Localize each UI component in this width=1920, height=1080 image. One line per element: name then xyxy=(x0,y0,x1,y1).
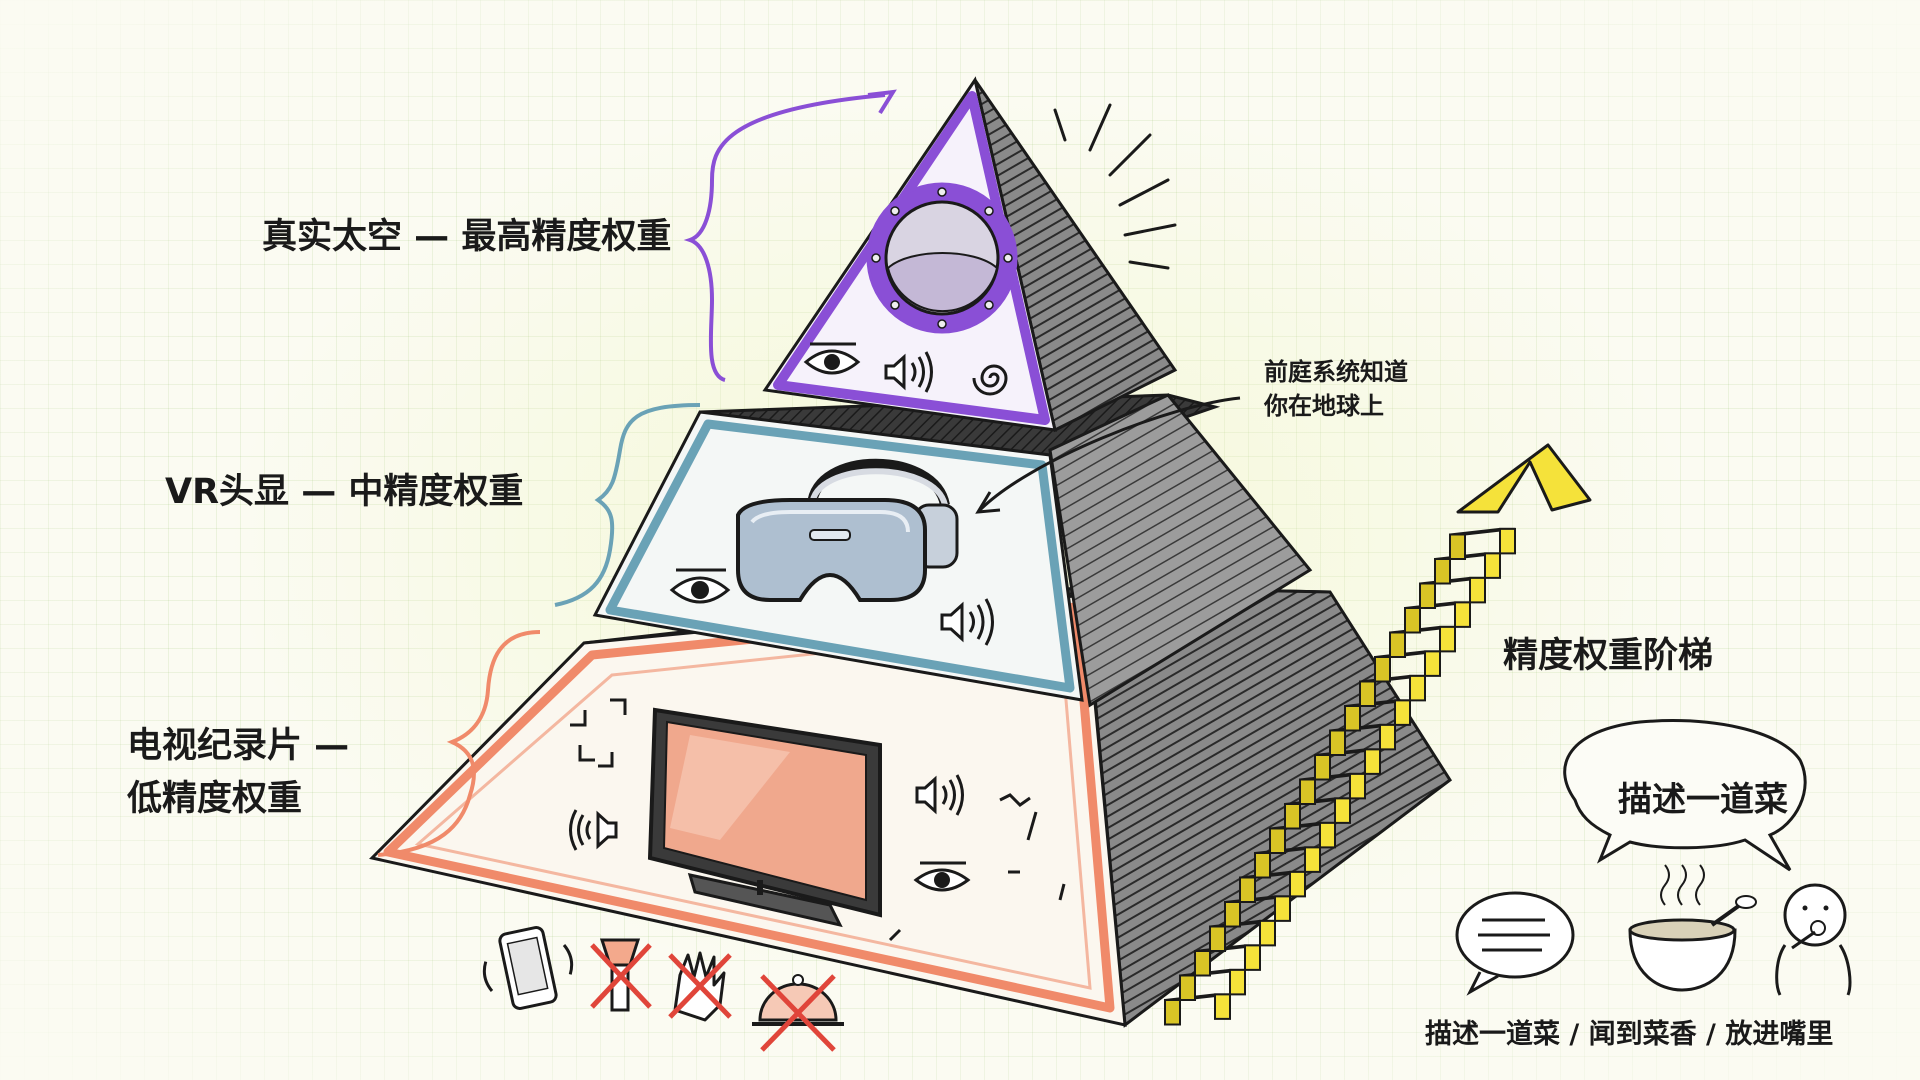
stair-riser xyxy=(1359,680,1376,707)
middle-tier-brace xyxy=(554,403,701,607)
stair-face xyxy=(1499,527,1516,555)
speech-icon xyxy=(1455,891,1575,996)
stair-riser xyxy=(1239,876,1256,903)
stair-riser xyxy=(1389,631,1406,658)
stair-face xyxy=(1334,797,1351,824)
annotation-line1: 前庭系统知道 xyxy=(1264,358,1408,386)
speech-bubble xyxy=(1563,719,1807,872)
stair-face xyxy=(1379,723,1396,751)
stair-face xyxy=(1439,625,1456,653)
top-tier-arrowhead xyxy=(867,89,897,115)
eye-icon xyxy=(803,342,861,375)
stair-face xyxy=(1214,993,1231,1020)
tv-icon xyxy=(647,707,882,928)
hand-crossed-icon xyxy=(668,951,732,1022)
stair-face xyxy=(1259,919,1276,947)
annotation-arrow xyxy=(978,396,1241,512)
eye-icon xyxy=(913,861,971,892)
bottom-tier-label-line2: 低精度权重 xyxy=(127,779,303,819)
stair-riser xyxy=(1314,754,1331,781)
flashlight-crossed-icon xyxy=(590,938,652,1012)
stair-riser xyxy=(1404,607,1421,634)
stair-face xyxy=(1484,552,1501,579)
stair-face xyxy=(1229,968,1246,996)
stair-riser xyxy=(1449,533,1466,560)
stair-riser xyxy=(1209,925,1226,952)
stair-riser xyxy=(1164,999,1181,1026)
stair-face xyxy=(1394,699,1411,726)
stair-riser xyxy=(1224,901,1241,928)
middle-tier-frame xyxy=(605,419,1075,693)
stair-riser xyxy=(1329,729,1346,756)
staircase xyxy=(1164,527,1516,1026)
stair-riser xyxy=(1299,778,1316,805)
stair-face xyxy=(1274,895,1291,922)
bottom-tier-brace xyxy=(377,630,541,857)
stair-face xyxy=(1349,772,1366,800)
stair-riser xyxy=(1254,852,1271,879)
stair-riser xyxy=(1374,656,1391,683)
porthole-icon xyxy=(866,182,1018,334)
sound-icon xyxy=(915,774,964,816)
staircase-label: 精度权重阶梯 xyxy=(1503,636,1714,676)
stair-face xyxy=(1304,846,1321,873)
eye-icon xyxy=(669,568,731,604)
stair-face xyxy=(1244,944,1261,971)
spiral-icon xyxy=(972,364,1008,396)
bottom-tier-label-line1: 电视纪录片 — xyxy=(127,726,350,766)
stair-face xyxy=(1469,576,1486,604)
annotation-line2: 你在地球上 xyxy=(1264,392,1384,420)
stair-riser xyxy=(1269,827,1286,854)
stair-face xyxy=(1364,748,1381,775)
stair-face xyxy=(1424,650,1441,677)
vr-headset-icon xyxy=(736,458,959,602)
eating-person-icon xyxy=(1775,883,1852,996)
staircase-arrow xyxy=(1456,443,1592,514)
stair-face xyxy=(1289,870,1306,898)
bubble-text: 描述一道菜 xyxy=(1618,780,1788,820)
tv-corner-marks xyxy=(570,698,1066,942)
stair-face xyxy=(1409,674,1426,702)
stair-riser xyxy=(1344,705,1361,732)
top-tier-label: 真实太空 — 最高精度权重 xyxy=(262,217,672,257)
stair-face xyxy=(1454,601,1471,628)
sound-icon xyxy=(569,809,618,851)
middle-tier-label: VR头显 — 中精度权重 xyxy=(165,472,524,512)
sound-icon xyxy=(940,598,994,646)
soup-bowl-icon xyxy=(1628,864,1757,992)
stair-riser xyxy=(1284,803,1301,830)
stair-face xyxy=(1319,821,1336,849)
middle-tier-side xyxy=(1048,393,1313,708)
top-tier-brace xyxy=(683,93,886,382)
example-caption: 描述一道菜 / 闻到菜香 / 放进嘴里 xyxy=(1425,1019,1834,1050)
stair-riser xyxy=(1419,582,1436,609)
emphasis-lines xyxy=(1053,103,1177,270)
sound-icon xyxy=(884,351,933,393)
stair-riser xyxy=(1434,558,1451,585)
stair-riser xyxy=(1194,950,1211,977)
stair-riser xyxy=(1179,974,1196,1001)
cloche-crossed-icon xyxy=(752,974,844,1052)
phone-icon xyxy=(482,926,574,1010)
